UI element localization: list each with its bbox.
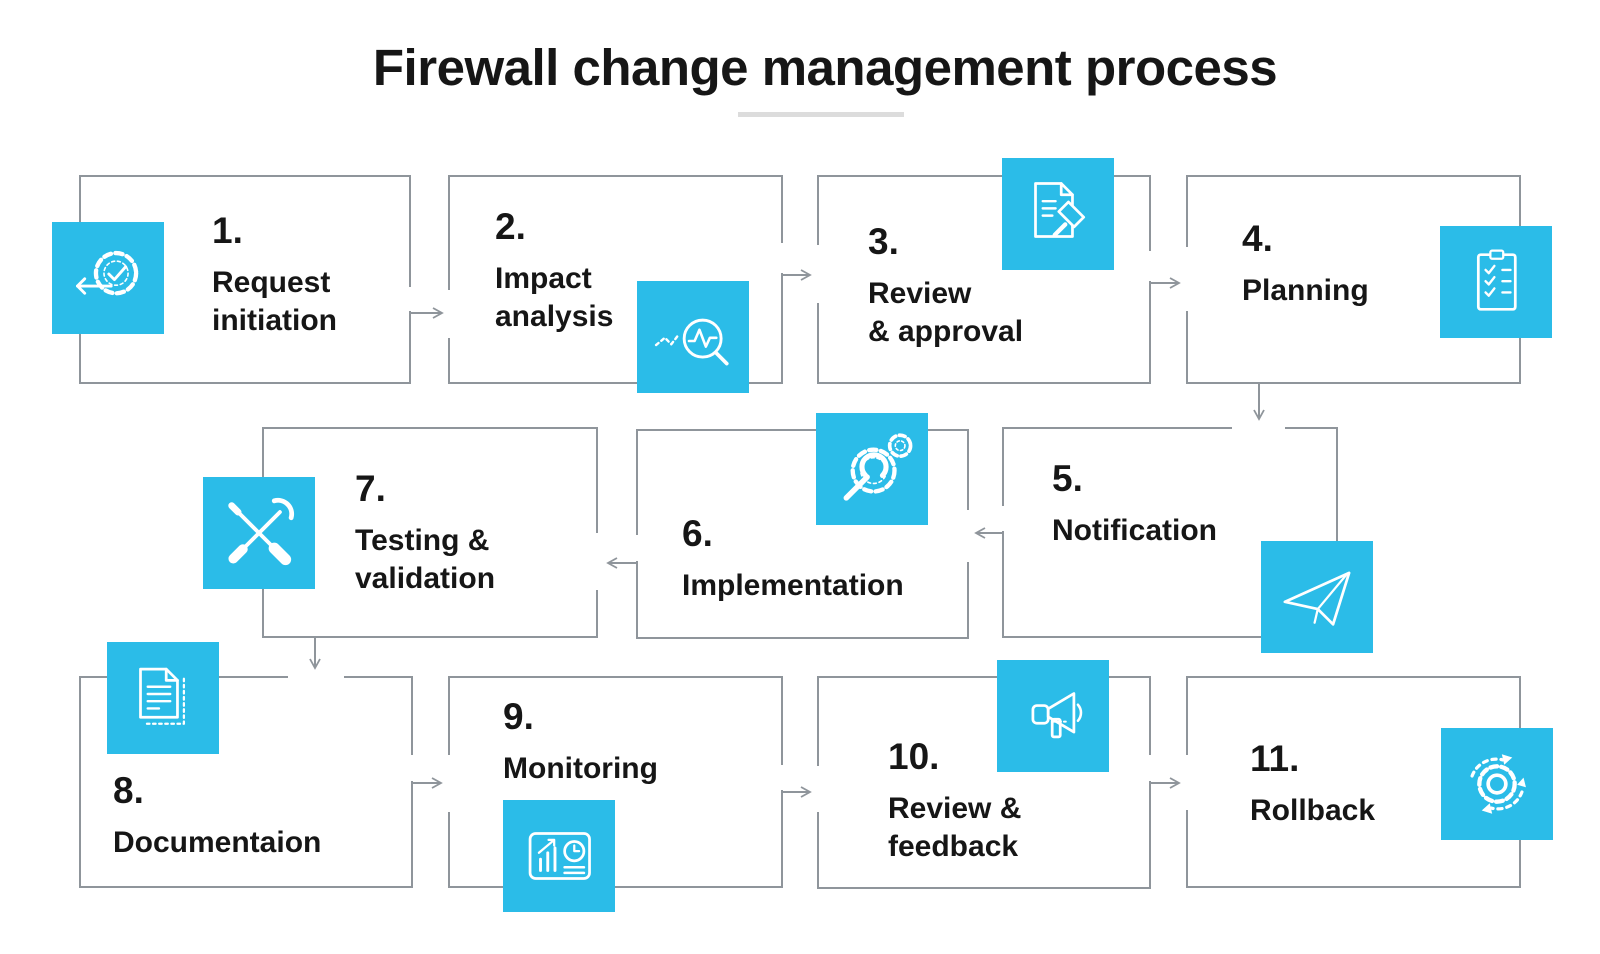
arrow-8-9: [411, 777, 443, 816]
step-label: Testing &validation: [355, 523, 496, 595]
step-number: 7.: [355, 468, 386, 509]
step-number: 6.: [682, 513, 713, 554]
gear-checkmark-arrow-icon: [52, 222, 164, 334]
step-number: 2.: [495, 206, 526, 247]
clipboard-checklist-icon: [1440, 226, 1552, 338]
crossed-tools-icon: [203, 477, 315, 589]
arrow-6-7: [606, 557, 638, 596]
step-number: 3.: [868, 221, 899, 262]
step-number: 1.: [212, 210, 243, 251]
step-number: 4.: [1242, 218, 1273, 259]
step-3-text: 3. Review& approval: [868, 221, 1024, 351]
page-title: Firewall change management process: [372, 39, 1278, 96]
step-number: 11.: [1250, 738, 1300, 779]
step-number: 10.: [888, 736, 940, 777]
arrow-10-11: [1149, 777, 1181, 816]
step-label: Documentaion: [113, 825, 322, 859]
document-gavel-icon: [1002, 158, 1114, 270]
step-label: Implementation: [682, 568, 904, 602]
arrow-1-2: [409, 307, 444, 346]
step-8-text: 8. Documentaion: [113, 770, 322, 862]
arrow-2-3: [781, 269, 812, 308]
megaphone-icon: [997, 660, 1109, 772]
magnifier-pulse-icon: [637, 281, 749, 393]
step-label: Planning: [1242, 273, 1369, 307]
step-4-text: 4. Planning: [1242, 218, 1369, 310]
step-label: Review& approval: [868, 276, 1024, 348]
arrow-5-6: [974, 527, 1004, 566]
dashboard-chart-clock-icon: [503, 800, 615, 912]
paper-plane-icon: [1261, 541, 1373, 653]
step-label: Monitoring: [503, 751, 658, 785]
documents-icon: [107, 642, 219, 754]
step-10-text: 10. Review &feedback: [888, 736, 1022, 866]
gear-rotation-arrows-icon: [1441, 728, 1553, 840]
step-number: 5.: [1052, 458, 1083, 499]
wrench-gears-icon: [816, 413, 928, 525]
step-7-text: 7. Testing &validation: [355, 468, 496, 598]
step-label: Review &feedback: [888, 791, 1022, 863]
step-5-text: 5. Notification: [1052, 458, 1217, 550]
arrow-3-4: [1149, 277, 1181, 316]
step-9-text: 9. Monitoring: [503, 696, 658, 788]
step-number: 8.: [113, 770, 144, 811]
title-underline: [738, 112, 904, 117]
step-label: Rollback: [1250, 793, 1376, 827]
step-label: Notification: [1052, 513, 1217, 547]
step-11-text: 11. Rollback: [1250, 738, 1376, 830]
step-6-text: 6. Implementation: [682, 513, 904, 605]
step-number: 9.: [503, 696, 534, 737]
arrow-9-10: [781, 786, 812, 824]
